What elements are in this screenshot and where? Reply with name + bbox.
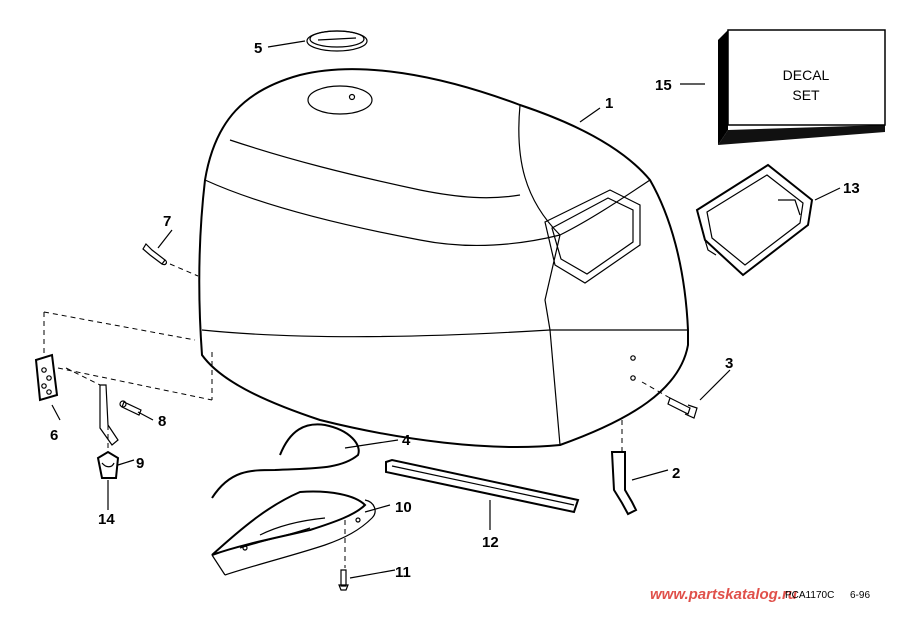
footer-date: 6-96 [850,590,870,601]
callout-7: 7 [163,213,171,230]
grille-bezel [695,163,814,277]
decal-line1: DECAL [783,67,830,83]
screw-3 [667,397,698,419]
callout-2: 2 [672,465,680,482]
seal-cable [211,423,360,499]
callout-13: 13 [843,180,860,197]
callout-labels: 1 2 3 4 5 6 7 8 9 10 11 12 13 14 15 [50,40,860,581]
decal-line2: SET [792,87,820,103]
screw-11 [338,569,349,591]
latch-bracket [99,384,119,446]
callout-9: 9 [136,455,144,472]
alignment-lines [43,263,671,568]
callout-11: 11 [395,564,411,581]
hinge-plate [34,353,59,402]
leader-lines [51,40,841,579]
screw-8 [119,400,142,416]
callout-12: 12 [482,534,499,551]
screw-7 [142,243,168,266]
footer-code: PCA1170C [785,590,834,601]
callout-5: 5 [254,40,262,57]
lower-pan [211,490,376,576]
callout-8: 8 [158,413,166,430]
rail-strip [385,458,580,514]
cap-disc [306,30,368,52]
callout-3: 3 [725,355,733,372]
decal-set-box: DECAL SET [718,29,886,145]
callout-1: 1 [605,95,613,112]
engine-cover [198,68,689,449]
watermark: www.partskatalog.ru [650,586,797,603]
callout-4: 4 [402,432,411,449]
callout-15: 15 [655,77,672,94]
callout-10: 10 [395,499,412,516]
callout-6: 6 [50,427,58,444]
latch-hook [610,451,638,516]
callout-14: 14 [98,511,115,528]
clip-9 [96,450,120,479]
